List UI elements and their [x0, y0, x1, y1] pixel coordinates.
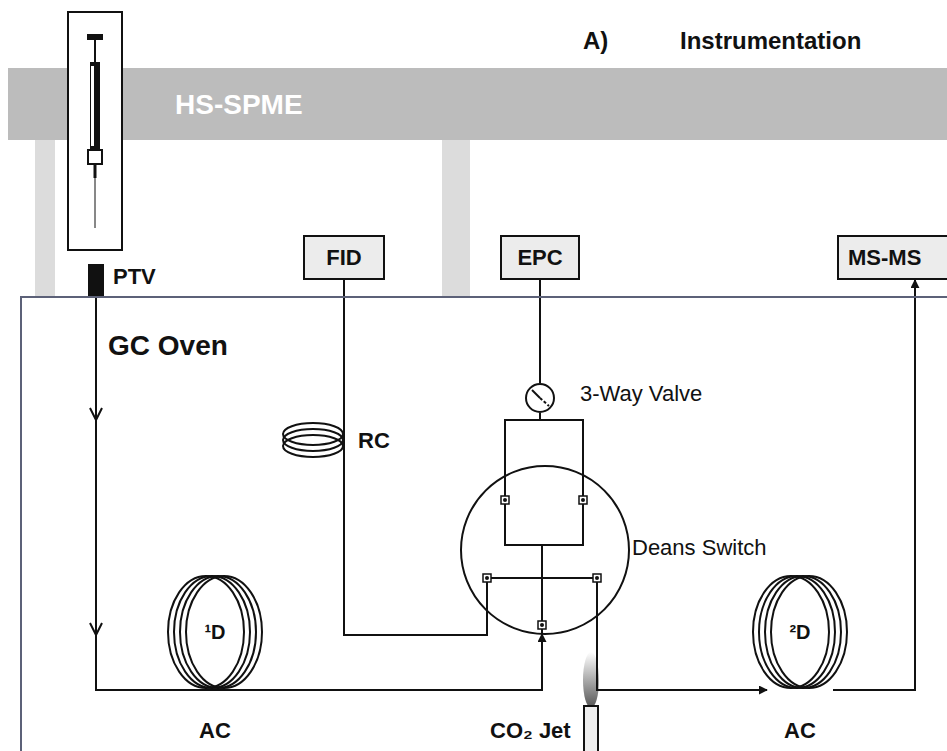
switch-port	[579, 496, 587, 504]
panel-letter: A)	[583, 28, 608, 54]
column-type-label: AC	[199, 718, 231, 744]
coil-winding	[765, 576, 841, 688]
switch-channel	[487, 475, 597, 634]
injector-label: PTV	[113, 264, 156, 290]
restrictor-label: RC	[358, 428, 390, 454]
switch-port	[595, 576, 599, 580]
flow-chevron	[90, 623, 102, 635]
switch-port	[483, 574, 491, 582]
flow-connector	[539, 280, 541, 383]
coil-winding	[771, 576, 847, 688]
flow-connector	[215, 634, 542, 690]
coil-winding	[180, 576, 256, 688]
detector-box: MS-MS	[837, 235, 947, 280]
instrument-band: HS-SPME	[8, 68, 947, 140]
column-coil: ²D	[745, 575, 855, 690]
support-leg	[35, 140, 55, 298]
flow-connector	[833, 280, 915, 690]
switch-circle-outline	[460, 465, 630, 635]
switch-port	[581, 498, 585, 502]
flow-chevron	[90, 408, 102, 420]
switch-port	[540, 623, 544, 627]
node-label: HS-SPME	[175, 90, 303, 120]
support-leg	[442, 140, 470, 298]
detector-box: FID	[303, 235, 385, 280]
modulator-label: CO₂ Jet	[490, 718, 571, 744]
node-label: GC Oven	[108, 330, 228, 362]
switch-port	[501, 496, 509, 504]
column-label: ²D	[789, 619, 810, 645]
switch-port	[485, 576, 489, 580]
shape-stroke	[526, 384, 554, 412]
restrictor-coil	[283, 423, 343, 457]
coil-winding	[186, 576, 262, 688]
co2-nozzle	[584, 706, 598, 751]
switch-port	[503, 498, 507, 502]
node-label: EPC	[517, 245, 562, 271]
column-type-label: AC	[784, 718, 816, 744]
switch-port	[593, 574, 601, 582]
valve-circle-outline	[525, 383, 555, 413]
node-label: FID	[326, 245, 361, 271]
flow-connector	[344, 280, 487, 635]
switch-port	[538, 621, 546, 629]
column-label: ¹D	[204, 619, 225, 645]
valve-circle: 3-Way Valve	[525, 383, 555, 413]
shape-stroke	[540, 398, 549, 406]
oven-region: GC Oven 3-Way ValveDeans Switch ¹D ²D	[22, 298, 947, 751]
figure-title: Instrumentation	[680, 28, 861, 54]
shape-stroke	[461, 466, 629, 634]
node-label: Deans Switch	[632, 535, 767, 561]
pressure-control-box: EPC	[500, 235, 580, 280]
ptv-injector	[88, 264, 104, 298]
shape-stroke	[532, 390, 540, 398]
node-label: MS-MS	[848, 245, 921, 271]
flow-connector	[597, 616, 767, 690]
node-label: 3-Way Valve	[580, 381, 702, 407]
column-coil: ¹D	[160, 575, 270, 690]
switch-circle: Deans Switch	[460, 465, 630, 635]
